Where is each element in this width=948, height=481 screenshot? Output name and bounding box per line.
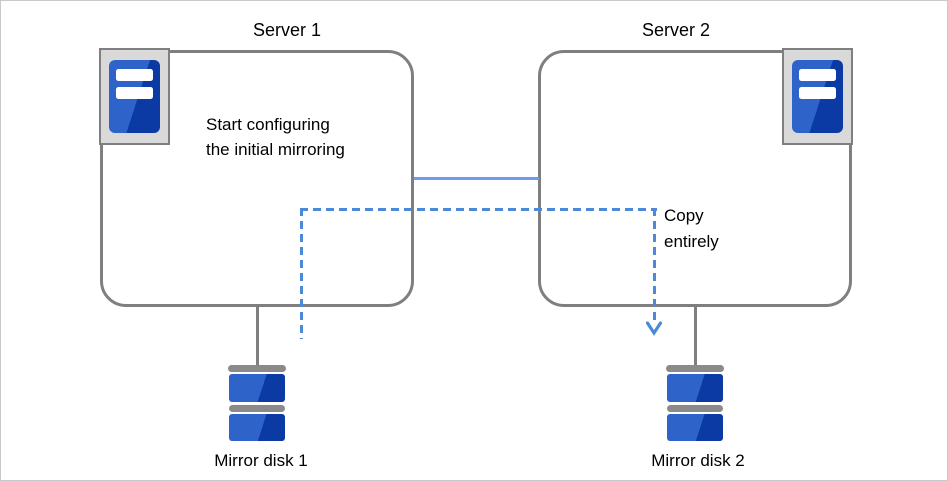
server-drive-slot-icon <box>799 69 836 81</box>
disk1-connector-line <box>256 305 259 367</box>
server-front-panel <box>109 60 160 133</box>
copy-path-start-line <box>300 208 303 339</box>
copy-path-end-line <box>653 208 656 323</box>
server2-icon <box>782 48 853 145</box>
disk2-label: Mirror disk 2 <box>651 451 745 470</box>
server1-note: Start configuring the initial mirroring <box>206 115 345 159</box>
disk-platter <box>229 414 285 441</box>
disk-cap <box>667 405 723 412</box>
disk-cap <box>666 365 724 372</box>
disk-platter <box>667 414 723 441</box>
disk-cap <box>228 365 286 372</box>
server-drive-slot-icon <box>116 69 153 81</box>
copy-arrow-head-icon <box>645 321 663 336</box>
disk2-connector-line <box>694 305 697 367</box>
disk-platter <box>667 374 723 402</box>
server1-title: Server 1 <box>252 20 322 40</box>
copy-entirely-label: Copy entirely <box>664 206 719 251</box>
server1-icon <box>99 48 170 145</box>
disk-cap <box>229 405 285 412</box>
server-front-panel <box>792 60 843 133</box>
disk-platter <box>229 374 285 402</box>
server2-title: Server 2 <box>641 20 711 40</box>
interconnect-line <box>414 177 539 180</box>
server-drive-slot-icon <box>799 87 836 99</box>
server-drive-slot-icon <box>116 87 153 99</box>
copy-path-horizontal-line <box>300 208 657 211</box>
disk1-label: Mirror disk 1 <box>214 451 308 470</box>
